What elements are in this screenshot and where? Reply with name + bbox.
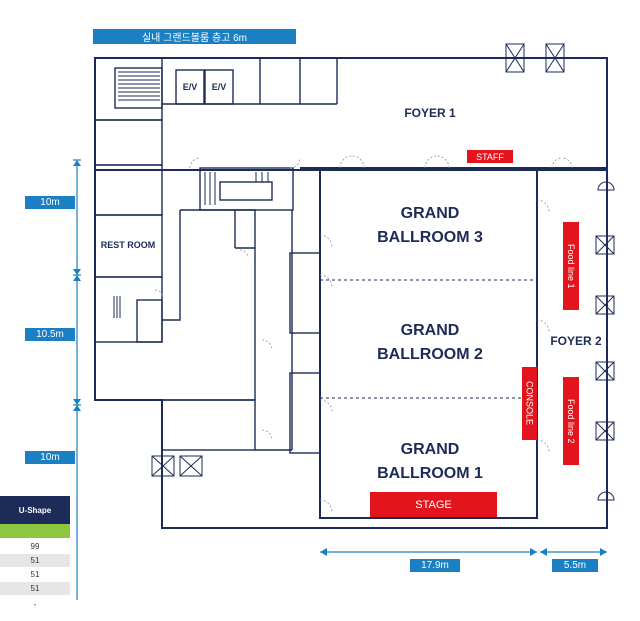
legend-value-4: 51: [0, 582, 70, 595]
grand-ballroom-3-line2: BALLROOM 3: [377, 229, 483, 246]
food-line-2-tag: Food line 2: [563, 377, 579, 465]
grand-ballroom-1-line1: GRAND: [401, 441, 460, 458]
dimension-bottom-width: 17.9m: [410, 559, 460, 572]
legend-value-2: 51: [0, 554, 70, 567]
ceiling-height-label: 실내 그랜드볼룸 층고 6m: [93, 29, 296, 44]
elevator-1-label: E/V: [183, 82, 198, 92]
dimension-middle-left: 10.5m: [25, 328, 75, 341]
console-tag: CONSOLE: [522, 367, 537, 440]
doors: [151, 43, 615, 513]
dimension-bottom-left: 10m: [25, 451, 75, 464]
legend-value-1: 99: [0, 540, 70, 553]
legend-value-5: -: [0, 598, 70, 611]
stage-tag: STAGE: [370, 492, 497, 517]
foyer-2-label: FOYER 2: [550, 334, 602, 348]
grand-ballroom-3-line1: GRAND: [401, 205, 460, 222]
grand-ballroom-1-line2: BALLROOM 1: [377, 465, 483, 482]
dimension-top-left: 10m: [25, 196, 75, 209]
grand-ballroom-2-line2: BALLROOM 2: [377, 346, 483, 363]
dimension-foyer-width: 5.5m: [552, 559, 598, 572]
elevator-2-label: E/V: [212, 82, 227, 92]
service-rooms: [94, 57, 338, 343]
grand-ballroom-2-line1: GRAND: [401, 322, 460, 339]
food-line-1-tag: Food line 1: [563, 222, 579, 310]
legend-header: U-Shape: [0, 496, 70, 524]
dimension-lines: [73, 159, 607, 600]
staff-tag: STAFF: [467, 150, 513, 163]
rest-room-label: REST ROOM: [101, 240, 156, 250]
central-core: [161, 167, 321, 454]
legend-color-bar: [0, 524, 70, 538]
legend-value-3: 51: [0, 568, 70, 581]
foyer-1-label: FOYER 1: [404, 106, 456, 120]
